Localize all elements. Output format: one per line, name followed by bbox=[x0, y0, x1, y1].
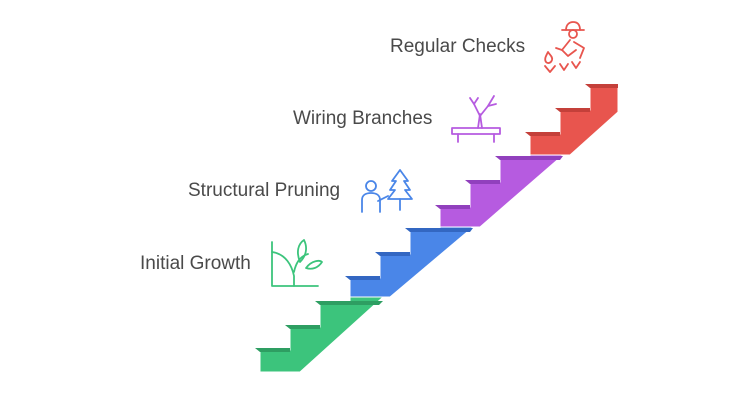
stair-step-wiring-branches-front bbox=[439, 154, 565, 228]
bonsai-tree-icon bbox=[451, 95, 501, 143]
stair-step-regular-checks-top bbox=[525, 132, 560, 136]
stair-step-wiring-branches-top-3 bbox=[495, 156, 563, 160]
stair-step-structural-pruning-top-3 bbox=[405, 228, 473, 232]
stair-step-initial-growth bbox=[255, 296, 385, 373]
stair-step-structural-pruning-top bbox=[345, 276, 380, 280]
stair-step-initial-growth-front bbox=[259, 296, 385, 373]
step-label-initial-growth: Initial Growth bbox=[140, 253, 251, 274]
stair-step-wiring-branches-top bbox=[435, 205, 470, 209]
stair-step-structural-pruning bbox=[345, 226, 475, 298]
stair-step-initial-growth-top-3 bbox=[315, 301, 383, 305]
stair-step-structural-pruning-front bbox=[349, 226, 475, 298]
stair-step-initial-growth-top-2 bbox=[285, 325, 320, 329]
stair-step-regular-checks-front bbox=[529, 85, 619, 156]
stair-step-initial-growth-top bbox=[255, 348, 290, 352]
stair-step-regular-checks-top-3 bbox=[585, 84, 618, 88]
step-label-wiring-branches: Wiring Branches bbox=[293, 108, 433, 129]
stair-step-wiring-branches bbox=[435, 154, 565, 228]
gardener-watering-icon bbox=[544, 21, 585, 73]
step-label-regular-checks: Regular Checks bbox=[390, 36, 526, 57]
step-label-structural-pruning: Structural Pruning bbox=[188, 180, 341, 201]
stair-step-structural-pruning-top-2 bbox=[375, 252, 410, 256]
gardener-tree-icon bbox=[361, 169, 413, 213]
stair-step-wiring-branches-top-2 bbox=[465, 180, 500, 184]
sprout-icon bbox=[271, 239, 323, 287]
stair-step-regular-checks bbox=[525, 84, 619, 156]
stair-step-regular-checks-top-2 bbox=[555, 108, 590, 112]
